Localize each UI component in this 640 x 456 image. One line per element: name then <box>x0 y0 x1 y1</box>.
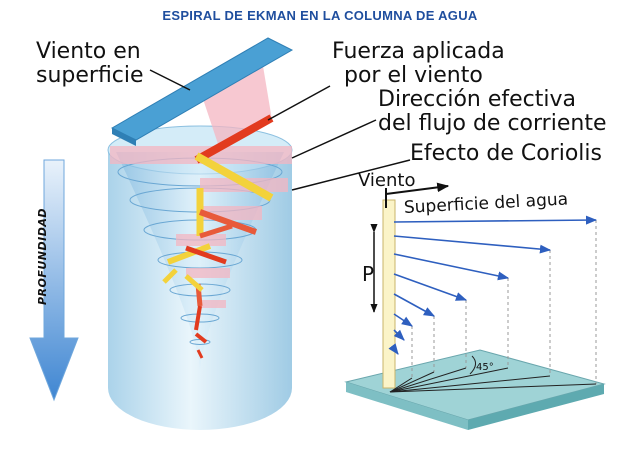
label-depth: PROFUNDIDAD <box>36 207 50 306</box>
label-coriolis: Efecto de Coriolis <box>410 141 602 166</box>
label-applied-force-line1: Fuerza aplicada <box>332 39 505 64</box>
label-angle: 45° <box>476 362 494 373</box>
surface-mast <box>382 199 396 389</box>
projection-lines <box>411 220 597 384</box>
label-wind: Viento <box>358 170 416 191</box>
label-p: P <box>362 262 375 286</box>
current-vectors <box>388 215 598 355</box>
wind-arrow-icon <box>385 182 450 208</box>
diagram-title: ESPIRAL DE EKMAN EN LA COLUMNA DE AGUA <box>162 8 478 23</box>
depth-arrow-icon <box>29 159 79 402</box>
label-pointers <box>149 69 411 191</box>
label-effective-direction-line2: del flujo de corriente <box>378 111 607 136</box>
label-effective-direction-line1: Dirección efectiva <box>378 87 576 112</box>
surface-platform <box>344 349 606 430</box>
platform-projections <box>389 355 597 393</box>
label-wind-surface-line2: superficie <box>36 63 144 88</box>
spiral-vectors <box>162 114 274 359</box>
label-applied-force-line2: por el viento <box>344 63 483 88</box>
label-wind-surface-line1: Viento en <box>36 39 141 64</box>
wind-slab <box>110 37 294 146</box>
